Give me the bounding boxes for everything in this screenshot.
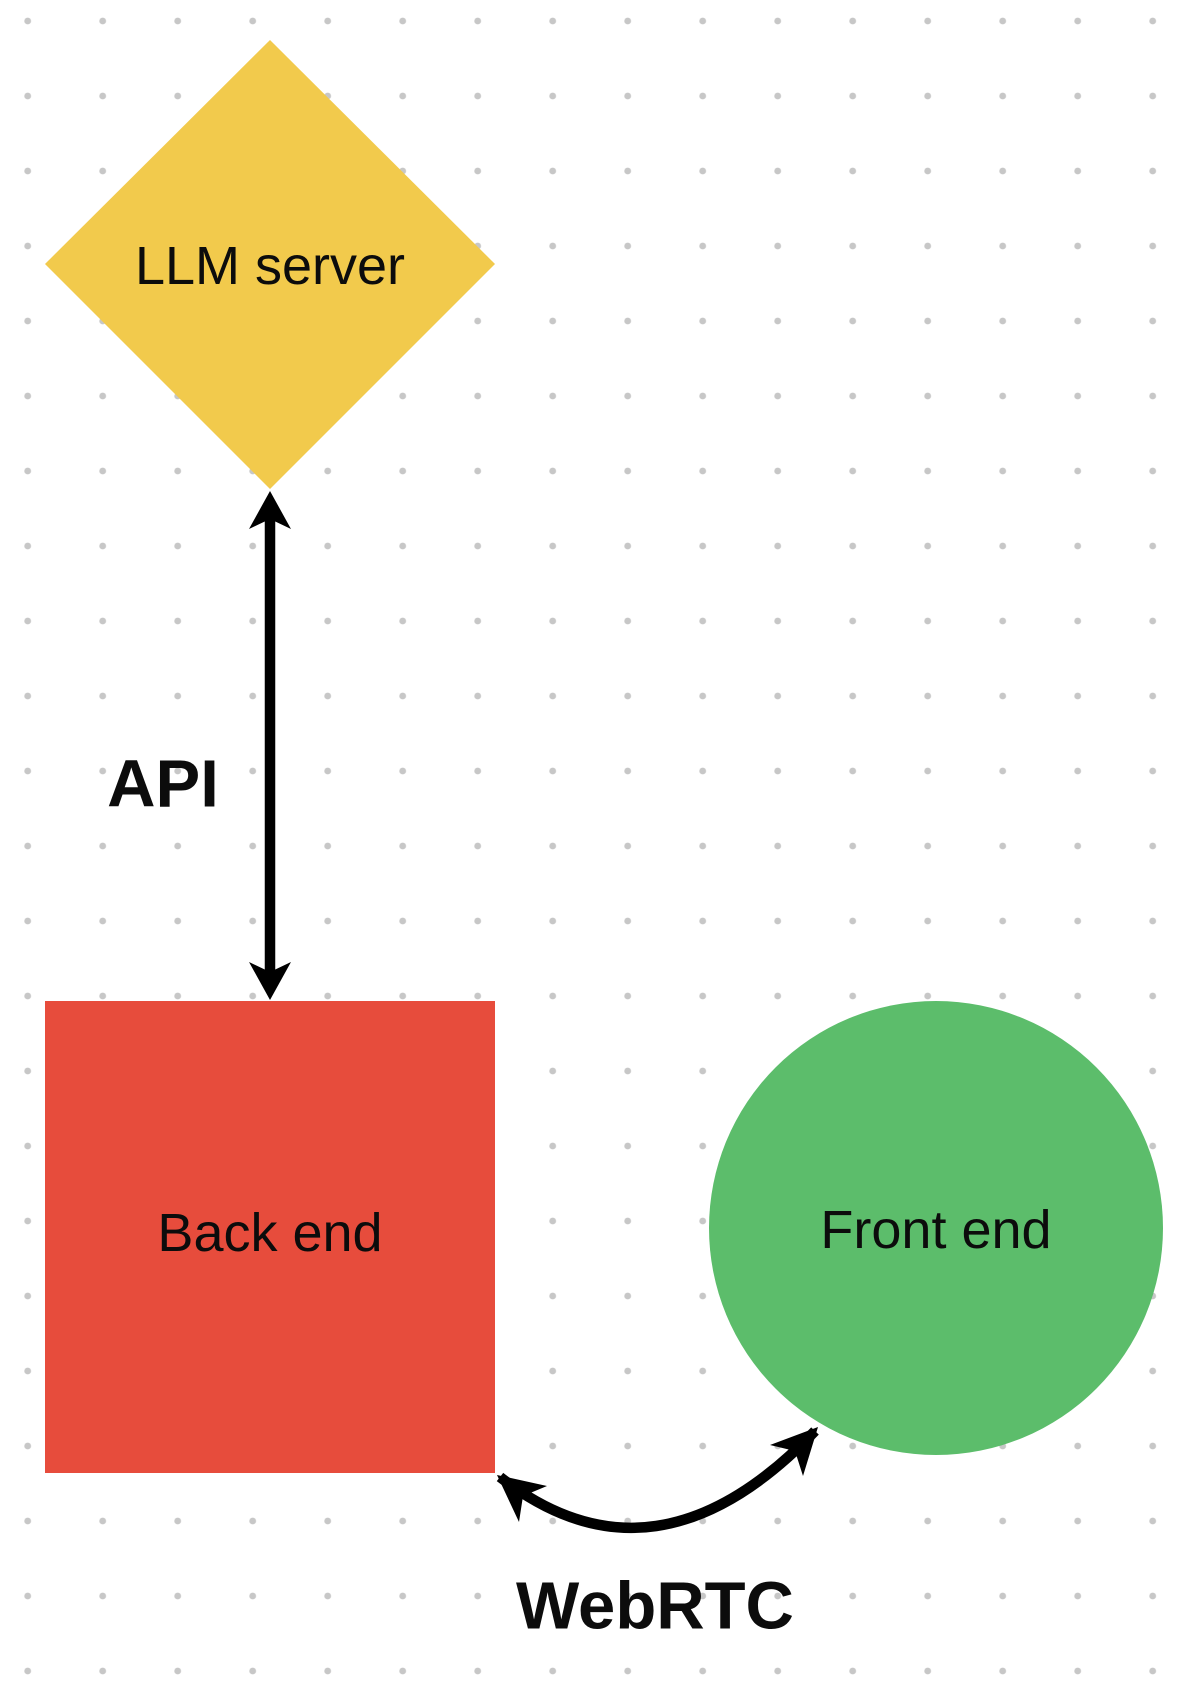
api-arrowhead-down-icon xyxy=(249,962,291,1000)
back-end-label: Back end xyxy=(157,1203,382,1263)
llm-server-label: LLM server xyxy=(135,236,405,296)
back-end-node[interactable] xyxy=(45,1001,495,1473)
front-end-node[interactable] xyxy=(709,1001,1163,1455)
edge-lines xyxy=(264,505,819,1533)
front-end-label: Front end xyxy=(820,1200,1051,1260)
webrtc-edge-label: WebRTC xyxy=(516,1569,794,1644)
api-edge-label: API xyxy=(107,747,219,822)
webrtc-edge-line[interactable] xyxy=(496,1427,819,1533)
api-arrowhead-up-icon xyxy=(249,491,291,529)
llm-server-node[interactable] xyxy=(45,40,495,489)
webrtc-arrowhead-right-icon xyxy=(770,1427,818,1476)
webrtc-arrowhead-left-icon xyxy=(497,1475,547,1522)
edge-arrowheads xyxy=(249,491,818,1522)
